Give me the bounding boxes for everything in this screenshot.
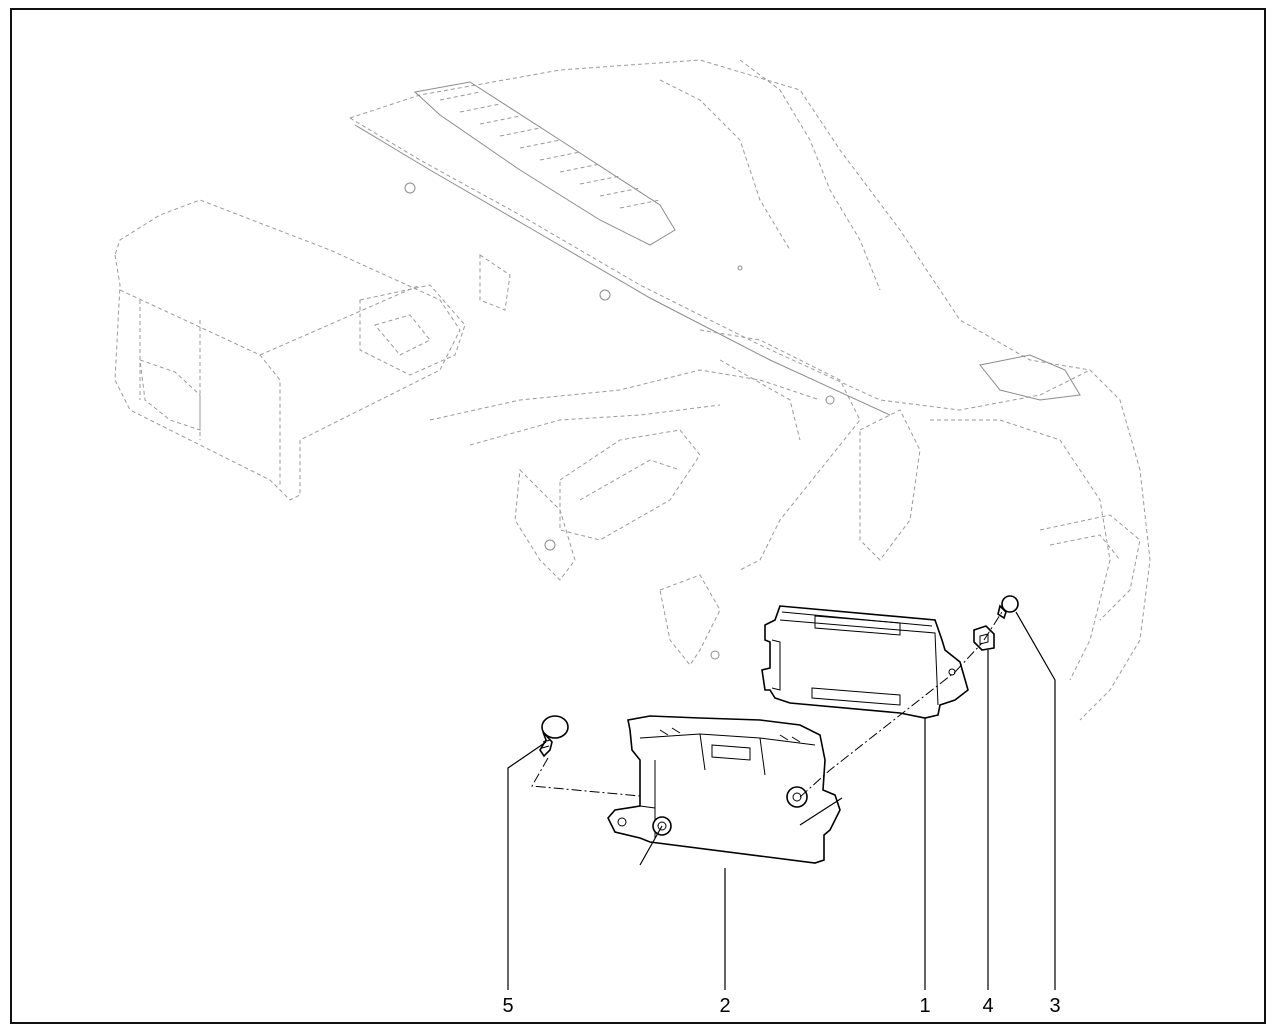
callout-4: 4 (982, 995, 993, 1017)
callout-labels: 5 2 1 4 3 (502, 995, 1060, 1017)
part-1-module (761, 605, 969, 719)
callout-5: 5 (502, 995, 513, 1017)
callout-2: 2 (719, 995, 730, 1017)
leader-lines (507, 611, 1056, 990)
assembly-centerlines (531, 611, 1003, 798)
drawing-frame (10, 8, 1266, 1024)
callout-3: 3 (1049, 995, 1060, 1017)
part-5-bolt (539, 715, 569, 758)
part-3-screw (997, 595, 1019, 620)
callout-1: 1 (919, 995, 930, 1017)
part-4-nut (973, 625, 995, 651)
instrument-panel-ghost (114, 59, 1151, 721)
part-2-bracket (607, 715, 841, 864)
